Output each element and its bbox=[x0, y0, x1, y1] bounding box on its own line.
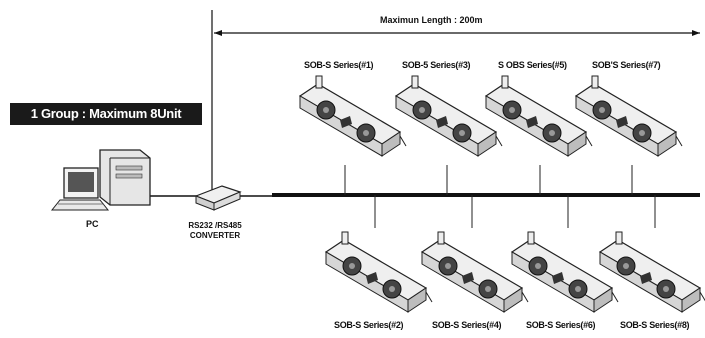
converter-label: RS232 /RS485 CONVERTER bbox=[170, 221, 260, 241]
converter-device-icon bbox=[194, 185, 242, 211]
group-label: 1 Group : Maximum 8Unit bbox=[10, 103, 202, 125]
converter-label-line1: RS232 /RS485 bbox=[188, 221, 242, 230]
ionizer-unit-1-icon bbox=[298, 75, 407, 157]
pc-computer-icon bbox=[50, 149, 151, 211]
ionizer-unit-7-icon bbox=[574, 75, 683, 157]
unit-label-5: S OBS Series(#5) bbox=[498, 60, 567, 70]
max-length-label: Maximun Length : 200m bbox=[380, 15, 483, 25]
arrow-left-head bbox=[214, 30, 222, 36]
ionizer-unit-2-icon bbox=[324, 231, 433, 313]
unit-label-7: SOB'S Series(#7) bbox=[592, 60, 661, 70]
converter-label-line2: CONVERTER bbox=[189, 231, 241, 240]
unit-label-8: SOB-S Series(#8) bbox=[620, 320, 690, 330]
unit-label-3: SOB-5 Series(#3) bbox=[402, 60, 471, 70]
ionizer-unit-5-icon bbox=[484, 75, 593, 157]
arrow-right-head bbox=[692, 30, 700, 36]
unit-label-4: SOB-S Series(#4) bbox=[432, 320, 502, 330]
unit-label-1: SOB-S Series(#1) bbox=[304, 60, 374, 70]
ionizer-unit-4-icon bbox=[420, 231, 529, 313]
ionizer-unit-6-icon bbox=[510, 231, 619, 313]
ionizer-unit-8-icon bbox=[598, 231, 705, 313]
pc-label: PC bbox=[86, 219, 99, 229]
unit-label-6: SOB-S Series(#6) bbox=[526, 320, 596, 330]
unit-label-2: SOB-S Series(#2) bbox=[334, 320, 404, 330]
ionizer-unit-3-icon bbox=[394, 75, 503, 157]
